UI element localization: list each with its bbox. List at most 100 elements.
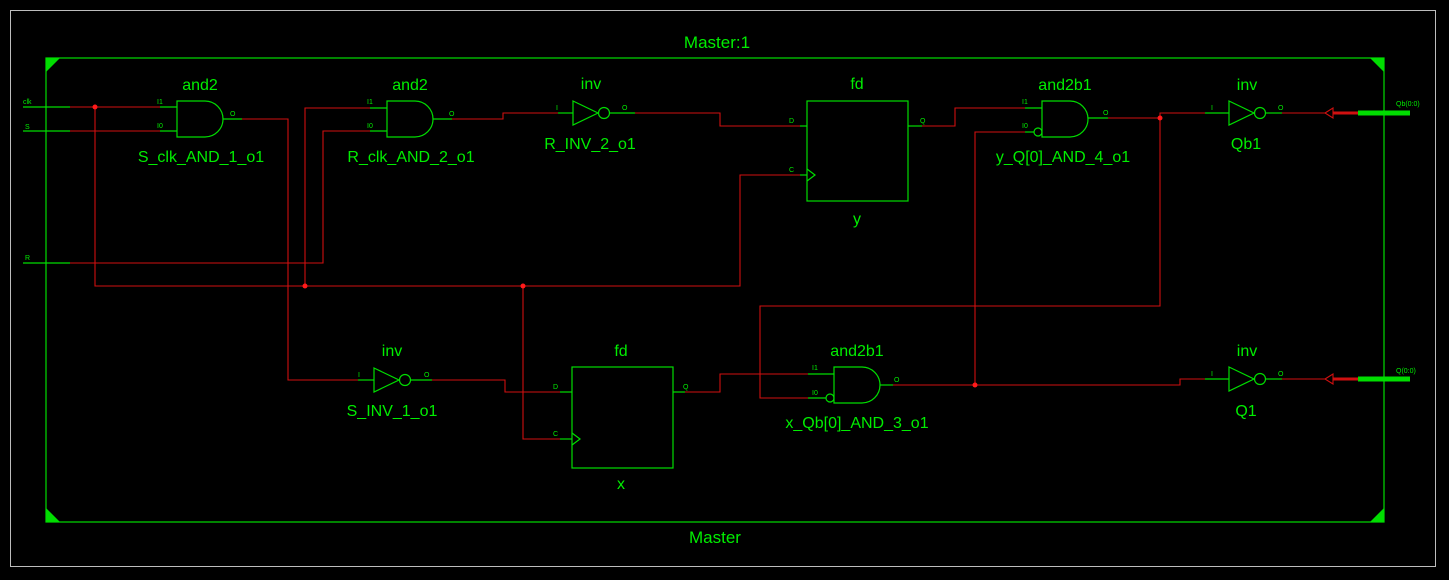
port-arrow-icon <box>1323 107 1334 119</box>
input-port-s[interactable]: S <box>25 124 30 131</box>
output-port-label: Q(0:0) <box>1396 368 1416 375</box>
nets <box>70 106 1325 440</box>
pin-label: I0 <box>812 390 818 397</box>
instance-label: y <box>853 211 861 228</box>
pin-label: O <box>1278 371 1284 378</box>
net-r[interactable] <box>70 130 370 264</box>
pin-label: O <box>424 372 430 379</box>
output-port-qb[interactable]: Qb(0:0) <box>1323 101 1420 119</box>
input-port-r[interactable]: R <box>25 255 30 262</box>
net-qb[interactable] <box>759 118 1161 399</box>
net-and-y-out[interactable] <box>1108 112 1205 119</box>
and-gate-symbol <box>386 100 434 138</box>
pin-label: C <box>789 167 794 174</box>
output-port-label: Qb(0:0) <box>1396 101 1420 108</box>
net-s-clk-and[interactable] <box>242 118 358 381</box>
pin-label: O <box>894 377 900 384</box>
gate-inv-q[interactable]: inv I O Q1 <box>1205 343 1284 420</box>
gate-inv-s[interactable]: inv I O S_INV_1_o1 <box>347 343 438 420</box>
gate-type: inv <box>581 76 601 93</box>
inversion-bubble <box>1253 106 1267 120</box>
inverter-symbol <box>1228 366 1256 392</box>
net-clk[interactable] <box>304 107 370 286</box>
flipflop-body <box>571 366 674 469</box>
corner-mark <box>1370 508 1384 522</box>
pin-label: O <box>1103 110 1109 117</box>
inversion-bubble <box>1253 372 1267 386</box>
instance-label: y_Q[0]_AND_4_o1 <box>996 149 1130 166</box>
pin-label: O <box>449 111 455 118</box>
corner-mark <box>46 508 60 522</box>
module-master[interactable]: Master:1 Master <box>45 33 1385 547</box>
net-and-x-out[interactable] <box>893 378 1205 386</box>
instance-label: x_Qb[0]_AND_3_o1 <box>785 415 928 432</box>
flipflop-body <box>806 100 909 202</box>
inverter-symbol <box>572 100 600 126</box>
gate-and2b1-x[interactable]: and2b1 I1 I0 O x_Qb[0]_AND_3_o1 <box>785 343 928 432</box>
input-port-clk[interactable]: clk <box>23 99 32 106</box>
module-border <box>45 57 1385 523</box>
net-s-inv[interactable] <box>432 379 560 393</box>
instance-label: S_clk_AND_1_o1 <box>138 149 264 166</box>
inversion-bubble <box>1033 127 1043 137</box>
pin-label: O <box>230 111 236 118</box>
net-clk[interactable] <box>94 107 800 287</box>
input-ports: clk S R <box>23 99 70 264</box>
gate-inv-r[interactable]: inv I O R_INV_2_o1 <box>544 76 636 153</box>
pin-label: Q <box>683 384 689 391</box>
gate-type: and2 <box>182 77 218 94</box>
and-gate-symbol <box>176 100 224 138</box>
pin-label: O <box>1278 105 1284 112</box>
inverter-symbol <box>1228 100 1256 126</box>
port-arrow-icon <box>1323 373 1334 385</box>
net-y-q[interactable] <box>922 107 1025 127</box>
junction-dot <box>302 283 308 289</box>
net-x-q[interactable] <box>685 373 808 393</box>
module-name: Master <box>689 528 741 547</box>
instance-label: S_INV_1_o1 <box>347 403 438 420</box>
output-port-q[interactable]: Q(0:0) <box>1323 368 1416 385</box>
gate-type: and2b1 <box>1038 77 1091 94</box>
clock-marker <box>806 168 816 182</box>
net-clk[interactable] <box>522 286 560 440</box>
gate-type: inv <box>1237 77 1257 94</box>
junctions <box>92 104 1163 388</box>
net-r-clk-and[interactable] <box>452 112 558 120</box>
pin-label: D <box>789 118 794 125</box>
gate-and2-r-clk[interactable]: and2 I1 I0 O R_clk_AND_2_o1 <box>347 77 474 166</box>
pin-label: I1 <box>157 99 163 106</box>
corner-mark <box>46 58 60 72</box>
pin-label: I0 <box>157 123 163 130</box>
component-type: fd <box>850 76 863 93</box>
and-gate-symbol <box>833 366 881 404</box>
pin-label: O <box>622 105 628 112</box>
inversion-bubble <box>825 393 835 403</box>
gate-and2b1-y[interactable]: and2b1 I1 I0 O y_Q[0]_AND_4_o1 <box>996 77 1130 166</box>
gate-type: and2 <box>392 77 428 94</box>
gate-and2-s-clk[interactable]: and2 I1 I0 O S_clk_AND_1_o1 <box>138 77 264 166</box>
pin-label: I0 <box>1022 123 1028 130</box>
net-r-inv[interactable] <box>635 112 800 127</box>
instance-label: R_clk_AND_2_o1 <box>347 149 474 166</box>
flipflop-fd-x[interactable]: fd D Q C x <box>553 343 689 493</box>
pin-label: I1 <box>1022 99 1028 106</box>
net-q[interactable] <box>974 131 1025 385</box>
component-type: fd <box>614 343 627 360</box>
inversion-bubble <box>597 106 611 120</box>
and-gate-symbol <box>1041 100 1089 138</box>
junction-dot <box>520 283 526 289</box>
instance-label: R_INV_2_o1 <box>544 136 636 153</box>
pin-label: Q <box>920 118 926 125</box>
inversion-bubble <box>398 373 412 387</box>
flipflop-fd-y[interactable]: fd D Q C y <box>789 76 926 228</box>
module-instance-title: Master:1 <box>684 33 750 52</box>
pin-label: I0 <box>367 123 373 130</box>
junction-dot <box>92 104 98 110</box>
pin-label: C <box>553 431 558 438</box>
junction-dot <box>1157 115 1163 121</box>
gate-inv-qb[interactable]: inv I O Qb1 <box>1205 77 1284 153</box>
pin-label: I <box>1211 105 1213 112</box>
junction-dot <box>972 382 978 388</box>
gate-type: inv <box>382 343 402 360</box>
